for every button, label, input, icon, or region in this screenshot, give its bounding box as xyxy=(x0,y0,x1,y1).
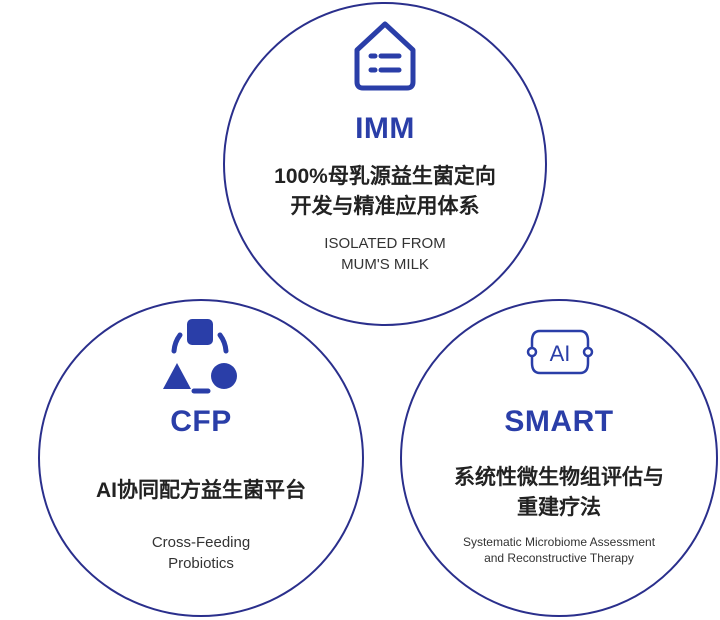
cfp-subtitle-line1: Cross-Feeding xyxy=(151,534,251,551)
house-list-icon xyxy=(354,21,416,91)
imm-acronym: IMM xyxy=(355,112,415,145)
imm-subtitle-line2: MUM'S MILK xyxy=(341,256,429,273)
smart-title-line2: 重建疗法 xyxy=(517,496,601,519)
svg-text:AI: AI xyxy=(550,341,571,366)
smart-subtitle-line2: and Reconstructive Therapy xyxy=(484,551,634,565)
cfp-title: AI协同配方益生菌平台 xyxy=(96,479,306,502)
smart-circle: AI SMART 系统性微生物组评估与 重建疗法 Systematic Micr… xyxy=(400,299,718,617)
ai-chip-icon: AI xyxy=(526,329,594,375)
shapes-cycle-icon xyxy=(163,319,237,394)
smart-subtitle-line1: Systematic Microbiome Assessment xyxy=(462,535,656,549)
imm-subtitle-line1: ISOLATED FROM xyxy=(324,235,446,252)
cfp-acronym: CFP xyxy=(170,405,232,438)
smart-title-line1: 系统性微生物组评估与 xyxy=(454,466,664,489)
imm-title-line2: 开发与精准应用体系 xyxy=(290,195,480,218)
imm-circle: IMM 100%母乳源益生菌定向 开发与精准应用体系 ISOLATED FROM… xyxy=(223,2,547,326)
cfp-circle: CFP AI协同配方益生菌平台 Cross-Feeding Probiotics xyxy=(38,299,364,617)
smart-acronym: SMART xyxy=(504,405,614,438)
cfp-subtitle-line2: Probiotics xyxy=(168,555,234,572)
imm-title-line1: 100%母乳源益生菌定向 xyxy=(274,165,496,188)
